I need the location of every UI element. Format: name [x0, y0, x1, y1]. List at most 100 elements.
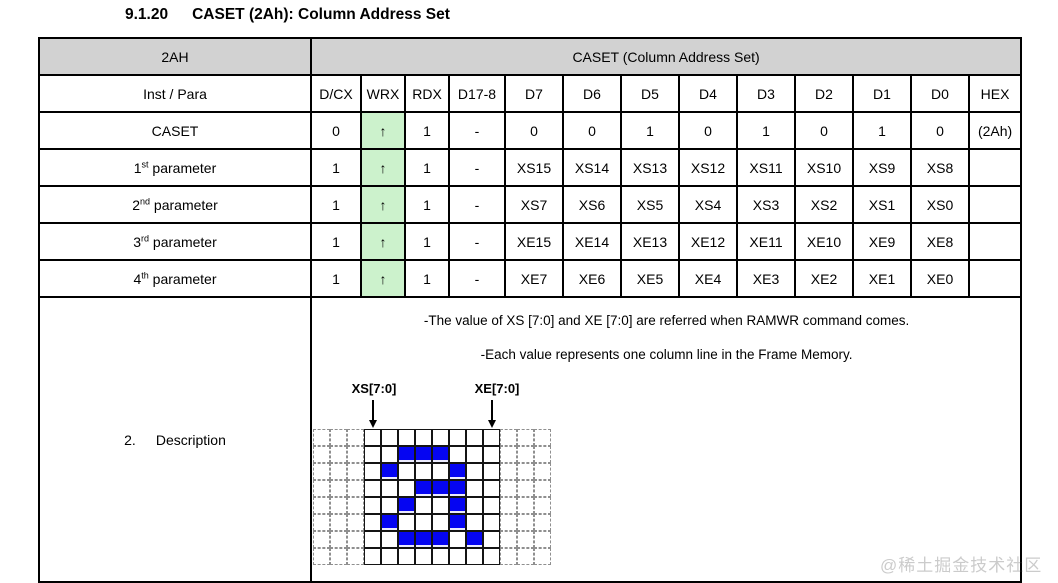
pixel-cell-on	[449, 513, 466, 531]
xe-pointer-label: XE[7:0]	[474, 380, 520, 396]
pixel-cell-off	[364, 530, 381, 548]
section-number: 9.1.20	[125, 6, 169, 23]
pixel-cell-dashed	[330, 445, 347, 463]
pixel-cell-dashed	[534, 547, 551, 565]
pixel-cell-dashed	[330, 530, 347, 548]
pixel-cell-off	[449, 547, 466, 565]
pixel-cell-dashed	[517, 496, 534, 514]
section-title-text: CASET (2Ah): Column Address Set	[192, 6, 450, 23]
row-label-cell: 3rd parameter	[38, 222, 312, 261]
pixel-cell-dashed	[517, 462, 534, 480]
description-index: 2.	[124, 431, 136, 448]
pixel-cell-on	[449, 496, 466, 514]
pixel-cell-dashed	[500, 547, 517, 565]
table-cell: 1	[736, 111, 796, 150]
pixel-cell-off	[432, 513, 449, 531]
table-cell: XE6	[562, 259, 622, 298]
pixel-cell-on	[449, 462, 466, 480]
column-header-cell: Inst / Para	[38, 74, 312, 113]
pixel-cell-dashed	[347, 462, 364, 480]
pixel-cell-off	[398, 547, 415, 565]
table-cell: -	[448, 259, 506, 298]
table-cell: 0	[794, 111, 854, 150]
table-cell: XS0	[910, 185, 970, 224]
pixel-cell-on	[466, 530, 483, 548]
table-cell: XS9	[852, 148, 912, 187]
table-cell: (2Ah)	[967, 111, 1023, 150]
pixel-cell-dashed	[313, 513, 330, 531]
table-cell: XE14	[562, 222, 622, 261]
table-cell: XE0	[910, 259, 970, 298]
pixel-cell-dashed	[517, 428, 534, 446]
table-cell: XS13	[620, 148, 680, 187]
pixel-cell-dashed	[313, 530, 330, 548]
description-line: -Each value represents one column line i…	[480, 346, 853, 362]
table-cell: XE1	[852, 259, 912, 298]
pixel-cell-on	[449, 479, 466, 497]
pixel-cell-off	[449, 428, 466, 446]
column-header-cell: D1	[852, 74, 912, 113]
table-cell: XE9	[852, 222, 912, 261]
table-cell: XS7	[504, 185, 564, 224]
pixel-cell-dashed	[500, 462, 517, 480]
description-content-cell: -The value of XS [7:0] and XE [7:0] are …	[309, 296, 1023, 583]
pixel-cell-off	[381, 496, 398, 514]
pixel-cell-dashed	[347, 428, 364, 446]
pixel-cell-dashed	[313, 496, 330, 514]
pixel-cell-dashed	[347, 445, 364, 463]
pixel-cell-on	[398, 496, 415, 514]
pixel-cell-on	[415, 530, 432, 548]
pixel-cell-dashed	[534, 428, 551, 446]
table-cell: XS11	[736, 148, 796, 187]
pixel-cell-dashed	[517, 445, 534, 463]
pixel-cell-off	[381, 547, 398, 565]
pixel-cell-off	[449, 530, 466, 548]
pixel-cell-dashed	[330, 496, 347, 514]
wrx-arrow-cell: ↑	[360, 111, 406, 150]
pixel-cell-on	[432, 479, 449, 497]
pixel-cell-off	[466, 445, 483, 463]
pixel-cell-dashed	[517, 530, 534, 548]
table-cell: 1	[404, 185, 450, 224]
table-cell: XS10	[794, 148, 854, 187]
pixel-cell-dashed	[330, 428, 347, 446]
column-header-cell: RDX	[404, 74, 450, 113]
column-header-cell: WRX	[360, 74, 406, 113]
pixel-cell-dashed	[330, 462, 347, 480]
table-cell: XE7	[504, 259, 564, 298]
table-cell: 1	[404, 148, 450, 187]
column-header-cell: D3	[736, 74, 796, 113]
column-header-cell: D0	[910, 74, 970, 113]
pixel-cell-dashed	[500, 530, 517, 548]
frame-memory-diagram: XS[7:0] XE[7:0]	[313, 381, 553, 567]
watermark: @稀土掘金技术社区	[880, 556, 1043, 575]
pixel-cell-dashed	[500, 445, 517, 463]
pixel-cell-on	[381, 513, 398, 531]
table-cell: XE5	[620, 259, 680, 298]
section-title: 9.1.20 CASET (2Ah): Column Address Set	[125, 6, 450, 24]
pixel-cell-on	[381, 462, 398, 480]
table-cell: XE13	[620, 222, 680, 261]
table-cell	[967, 222, 1023, 261]
table-cell: 0	[310, 111, 362, 150]
xe-down-arrow-icon	[488, 419, 496, 428]
row-label-cell: 4th parameter	[38, 259, 312, 298]
table-cell: XS14	[562, 148, 622, 187]
pixel-cell-off	[381, 428, 398, 446]
column-header-cell: HEX	[967, 74, 1023, 113]
xs-pointer-label: XS[7:0]	[351, 380, 397, 396]
table-cell: -	[448, 148, 506, 187]
pixel-cell-off	[398, 462, 415, 480]
pixel-cell-off	[483, 547, 500, 565]
table-cell: XS4	[678, 185, 738, 224]
command-name-cell: CASET (Column Address Set)	[309, 37, 1023, 76]
pixel-cell-off	[398, 513, 415, 531]
column-header-cell: D7	[504, 74, 564, 113]
pixel-cell-off	[398, 479, 415, 497]
table-cell: XE10	[794, 222, 854, 261]
description-line: -The value of XS [7:0] and XE [7:0] are …	[423, 312, 910, 328]
